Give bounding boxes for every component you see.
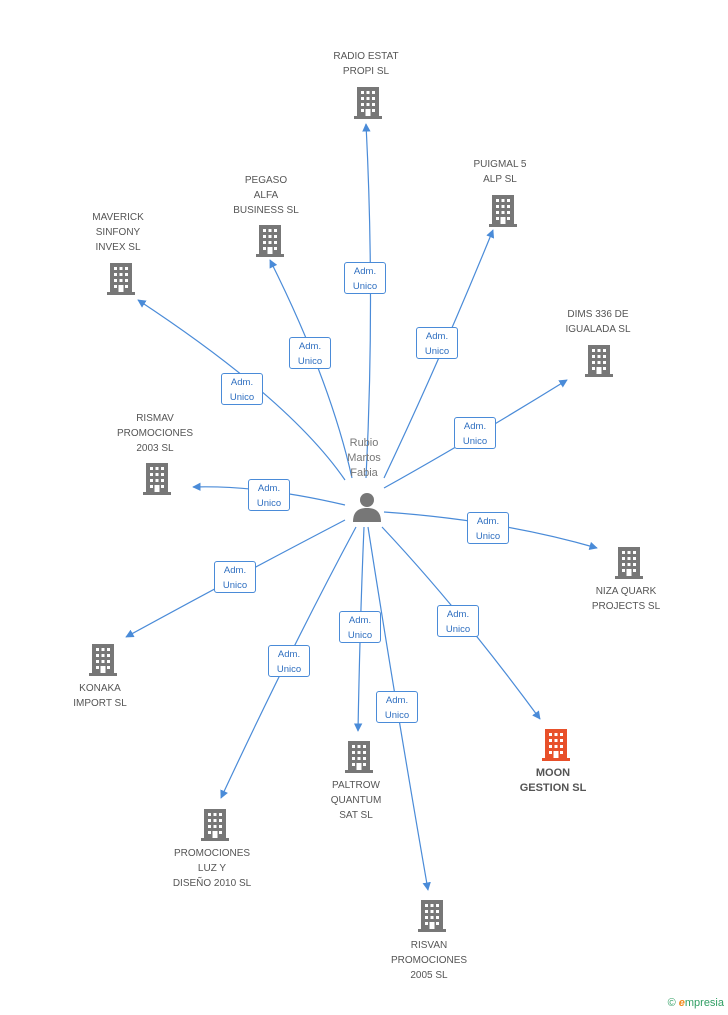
role-box-paltrow[interactable]: Adm. Unico [339, 611, 381, 643]
building-icon-puigmal[interactable] [489, 195, 517, 227]
building-icon-risvan[interactable] [418, 900, 446, 932]
company-label-niza[interactable]: NIZA QUARK PROJECTS SL [591, 586, 661, 612]
brand-name: mpresia [684, 997, 724, 1009]
role-box-promociones_luz[interactable]: Adm. Unico [268, 645, 310, 677]
building-icon-pegaso[interactable] [256, 225, 284, 257]
company-label-paltrow[interactable]: PALTROW QUANTUM SAT SL [330, 780, 382, 821]
role-box-konaka[interactable]: Adm. Unico [214, 561, 256, 593]
edge-radio [362, 123, 372, 479]
building-icon-moon[interactable] [542, 729, 570, 761]
building-icon-rismav[interactable] [143, 463, 171, 495]
company-label-moon[interactable]: MOON GESTION SL [519, 767, 587, 794]
company-label-promociones_luz[interactable]: PROMOCIONES LUZ Y DISEÑO 2010 SL [172, 848, 252, 889]
footer-brand[interactable]: © empresia [668, 997, 724, 1009]
company-label-puigmal[interactable]: PUIGMAL 5 ALP SL [473, 159, 527, 185]
building-icon-dims[interactable] [585, 345, 613, 377]
company-label-pegaso[interactable]: PEGASO ALFA BUSINESS SL [233, 175, 299, 216]
building-icon-radio[interactable] [354, 87, 382, 119]
company-label-risvan[interactable]: RISVAN PROMOCIONES 2005 SL [390, 940, 468, 981]
role-box-pegaso[interactable]: Adm. Unico [289, 337, 331, 369]
role-box-maverick[interactable]: Adm. Unico [221, 373, 263, 405]
building-icon-konaka[interactable] [89, 644, 117, 676]
building-icon-promociones_luz[interactable] [201, 809, 229, 841]
role-box-risvan[interactable]: Adm. Unico [376, 691, 418, 723]
role-box-radio[interactable]: Adm. Unico [344, 262, 386, 294]
role-box-moon[interactable]: Adm. Unico [437, 605, 479, 637]
company-label-konaka[interactable]: KONAKA IMPORT SL [73, 683, 127, 709]
company-label-maverick[interactable]: MAVERICK SINFONY INVEX SL [92, 212, 144, 253]
role-box-rismav[interactable]: Adm. Unico [248, 479, 290, 511]
building-icon-niza[interactable] [615, 547, 643, 579]
edge-pegaso [269, 259, 353, 479]
person-icon [353, 493, 381, 522]
company-label-rismav[interactable]: RISMAV PROMOCIONES 2003 SL [116, 413, 194, 454]
role-box-niza[interactable]: Adm. Unico [467, 512, 509, 544]
role-box-dims[interactable]: Adm. Unico [454, 417, 496, 449]
building-icon-maverick[interactable] [107, 263, 135, 295]
brand-initial: e [678, 997, 685, 1009]
company-label-radio[interactable]: RADIO ESTAT PROPI SL [333, 51, 399, 77]
building-icon-paltrow[interactable] [345, 741, 373, 773]
company-label-dims[interactable]: DIMS 336 DE IGUALADA SL [565, 309, 631, 335]
edge-maverick [137, 299, 346, 481]
copyright-icon: © [667, 997, 676, 1009]
role-box-puigmal[interactable]: Adm. Unico [416, 327, 458, 359]
center-person-label: Rubio Martos Fabia [347, 437, 381, 479]
